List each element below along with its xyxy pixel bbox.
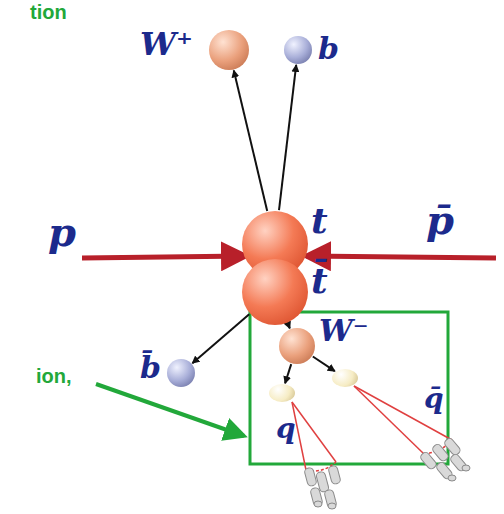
jet-cone <box>292 386 452 471</box>
beam-label: p̄ <box>426 200 454 240</box>
particle-label: t̄ <box>311 262 328 298</box>
beam-label: p <box>48 212 76 252</box>
decay-arrow <box>192 314 249 363</box>
decay-arrow <box>279 65 296 210</box>
w-boson: W⁻ <box>279 328 315 364</box>
particle-label: q̄ <box>424 385 444 413</box>
jet-particles <box>304 437 470 509</box>
particle-label: b <box>318 34 339 64</box>
pointer-arrow <box>96 384 244 436</box>
anti-b-quark: b̄ <box>167 359 195 387</box>
antitop-quark: t̄ <box>242 259 308 325</box>
light-antiquark: q̄ <box>332 369 358 387</box>
particle-label: W⁻ <box>319 316 369 346</box>
highlight-box <box>250 312 448 464</box>
decay-arrow <box>234 70 267 211</box>
light-quark: q <box>269 384 295 402</box>
particle-label: b̄ <box>140 353 161 383</box>
decay-arrow <box>285 364 291 383</box>
note-fragment: tion <box>30 2 67 22</box>
particle-label: q <box>276 415 296 443</box>
decay-arrow <box>313 357 335 372</box>
note-fragment: ion, <box>36 366 72 386</box>
beam-arrow <box>306 256 496 258</box>
particle-label: W⁺ <box>140 28 193 60</box>
decay-arrow <box>288 324 290 329</box>
b-quark: b <box>284 36 312 64</box>
beam-arrow <box>82 256 246 258</box>
w-boson: W⁺ <box>209 30 249 70</box>
particle-label: t <box>311 202 328 238</box>
